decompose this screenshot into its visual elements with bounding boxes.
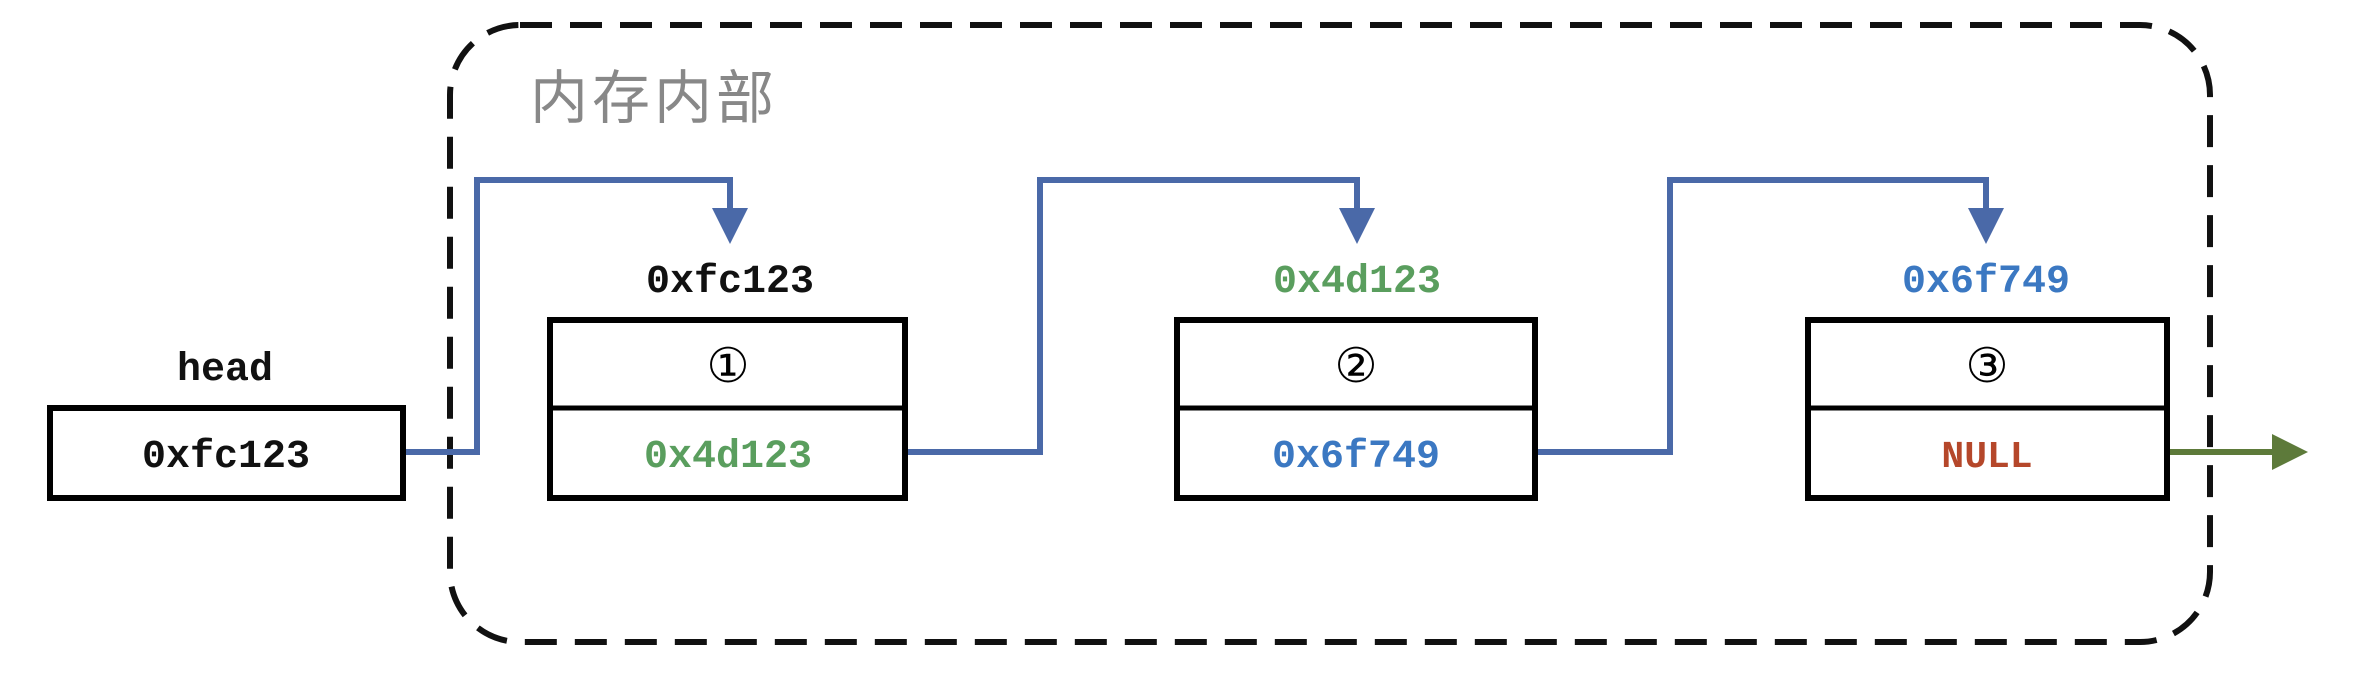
node3-next: NULL: [1941, 436, 2032, 479]
node2-address: 0x4d123: [1273, 260, 1441, 305]
head-box: [47, 405, 406, 501]
node1-to-node2-link: [905, 177, 1375, 455]
node1-index: ①: [706, 338, 749, 394]
head-to-node1-link: [403, 177, 748, 455]
node2-index: ②: [1334, 338, 1377, 394]
memory-region-label: 内存内部: [530, 64, 778, 132]
head-label: head: [177, 348, 273, 393]
node2-to-node3-link: [1535, 177, 2004, 455]
node3-index: ③: [1965, 338, 2008, 394]
memory-region-border: [447, 22, 2213, 645]
node2-next: 0x6f749: [1272, 435, 1440, 480]
node3-address: 0x6f749: [1902, 260, 2070, 305]
node1-next: 0x4d123: [644, 435, 812, 480]
head-value: 0xfc123: [142, 435, 310, 480]
node1-address: 0xfc123: [646, 260, 814, 305]
